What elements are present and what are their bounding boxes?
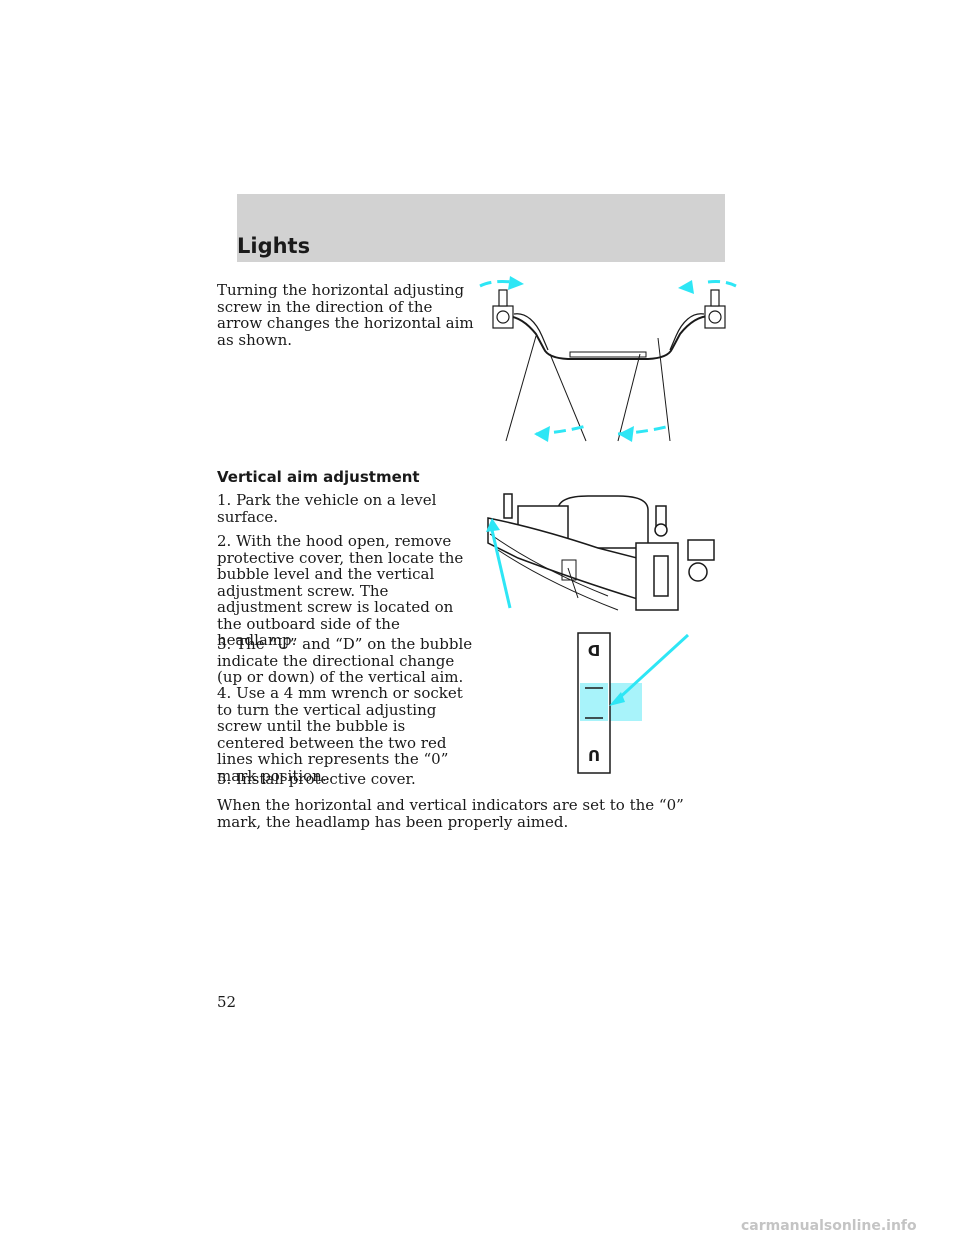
pointer-arrow <box>609 692 625 706</box>
section-header-band <box>237 194 725 262</box>
page-number: 52 <box>217 993 237 1011</box>
watermark: carmanualsonline.info <box>741 1218 917 1234</box>
intro-paragraph: Turning the horizontal adjusting screw i… <box>217 281 474 349</box>
step-5: 5. Install protective cover. <box>217 770 416 788</box>
step-2: 2. With the hood open, remove protective… <box>217 532 464 649</box>
conclusion-paragraph: When the horizontal and vertical indicat… <box>217 796 684 831</box>
subheading-vertical-aim: Vertical aim adjustment <box>217 468 420 486</box>
headlamp-figure <box>486 493 715 611</box>
bubble-label-bottom: U <box>588 746 600 764</box>
bubble-level-figure: D U <box>577 632 690 774</box>
step-3: 3. The “U” and “D” on the bubble indicat… <box>217 635 473 686</box>
step-1: 1. Park the vehicle on a level surface. <box>217 491 437 526</box>
section-title: Lights <box>237 234 311 258</box>
horizontal-aim-figure <box>479 276 737 442</box>
bubble-label-top: D <box>588 641 600 659</box>
step-4: 4. Use a 4 mm wrench or socket to turn t… <box>217 684 463 785</box>
